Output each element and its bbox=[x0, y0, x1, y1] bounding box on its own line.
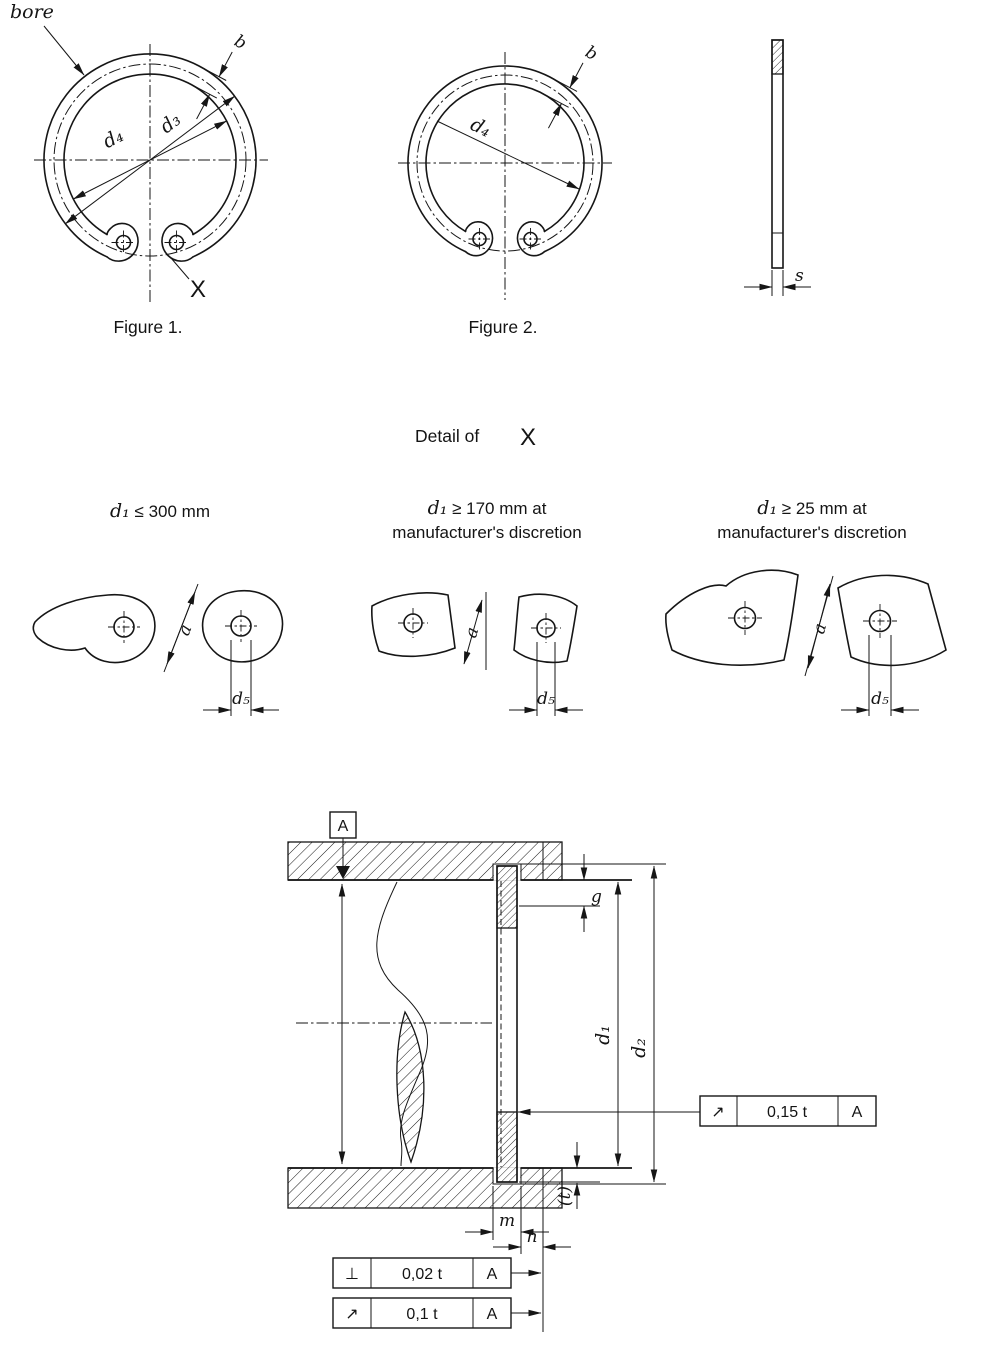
perpendicularity-symbol-icon: ⊥ bbox=[345, 1266, 359, 1283]
b-arrow bbox=[547, 103, 562, 129]
d5-label: d₅ bbox=[537, 689, 555, 709]
d5-label: d₅ bbox=[871, 689, 889, 709]
n-label: n bbox=[527, 1227, 538, 1247]
detail-heading: Detail of X bbox=[415, 424, 536, 451]
t-label: (t) bbox=[555, 1186, 575, 1206]
datum-a-label: A bbox=[338, 818, 349, 835]
b-label: b bbox=[231, 31, 250, 54]
b-extension-line bbox=[541, 92, 569, 108]
left-lug bbox=[106, 222, 139, 262]
ring-outer-edge bbox=[407, 65, 603, 253]
variant3-condition-line2: manufacturer's discretion bbox=[717, 523, 906, 542]
variant3-cond-rest: ≥ 25 mm at bbox=[777, 499, 867, 518]
variant2-condition-line2: manufacturer's discretion bbox=[392, 523, 581, 542]
d4-dimension-line bbox=[436, 120, 580, 190]
ring-section-hatch-top bbox=[496, 865, 518, 929]
s-label: s bbox=[795, 266, 804, 286]
runout-lower-datum: A bbox=[487, 1306, 498, 1323]
upper-groove-outline bbox=[492, 863, 522, 880]
left-lug bbox=[665, 569, 799, 666]
detail-heading-text: Detail of bbox=[415, 426, 479, 446]
runout-lower-frame bbox=[332, 1297, 512, 1329]
runout-upper-value: 0,15 t bbox=[767, 1104, 808, 1121]
detail-variant-3: d₁ ≥ 25 mm at manufacturer's discretion … bbox=[665, 497, 947, 716]
partial-section-lens bbox=[396, 1010, 425, 1164]
b-extension-line bbox=[199, 65, 227, 81]
d4-label: d₄ bbox=[99, 124, 127, 153]
variant2-cond-rest: ≥ 170 mm at bbox=[447, 499, 546, 518]
b-arrow bbox=[218, 51, 233, 78]
b-arrow bbox=[196, 93, 211, 120]
ring-inner-edge bbox=[425, 83, 585, 233]
d2-label: d₂ bbox=[628, 1038, 650, 1058]
left-lug bbox=[371, 592, 456, 658]
perpendicularity-frame bbox=[332, 1257, 512, 1289]
runout-upper-datum: A bbox=[852, 1104, 863, 1121]
b-extension-line bbox=[550, 76, 578, 92]
left-lug bbox=[464, 221, 494, 257]
variant1-condition: d₁ ≤ 300 mm bbox=[110, 500, 210, 522]
d1-label: d₁ bbox=[592, 1025, 614, 1045]
a-label: a bbox=[461, 625, 483, 640]
perpendicularity-datum: A bbox=[487, 1266, 498, 1283]
right-lug bbox=[513, 593, 578, 664]
figure2-caption: Figure 2. bbox=[468, 317, 537, 337]
bore-leader-line bbox=[43, 25, 85, 76]
datum-triangle bbox=[336, 866, 350, 879]
runout-lower-value: 0,1 t bbox=[406, 1306, 438, 1323]
a-dimension-line bbox=[807, 583, 831, 669]
figure1-caption: Figure 1. bbox=[113, 317, 182, 337]
runout-upper-frame bbox=[699, 1095, 877, 1127]
ring-section-hatch-bottom bbox=[496, 1111, 518, 1183]
variant3-dsym: d₁ bbox=[757, 497, 777, 519]
runout-symbol-icon: ↗ bbox=[345, 1306, 358, 1323]
x-marker: X bbox=[190, 276, 206, 303]
ring-outer-edge bbox=[43, 53, 257, 258]
detail-heading-x: X bbox=[520, 424, 536, 451]
bore-circle bbox=[53, 63, 247, 257]
a-dimension-line bbox=[463, 599, 483, 665]
variant1-cond-rest: ≤ 300 mm bbox=[130, 502, 210, 521]
side-section-hatch bbox=[771, 39, 784, 75]
variant2-condition: d₁ ≥ 170 mm at bbox=[428, 497, 547, 519]
d3-dimension-line bbox=[64, 95, 236, 225]
lower-groove-outline bbox=[492, 1168, 522, 1185]
bore-circle bbox=[416, 74, 594, 252]
figure-1: bore d₄ d₃ b X Figure 1. bbox=[10, 1, 268, 337]
left-lug bbox=[32, 593, 156, 664]
d5-label: d₅ bbox=[232, 689, 250, 709]
g-label: g bbox=[591, 887, 602, 907]
b-arrow bbox=[569, 62, 584, 89]
right-lug bbox=[516, 221, 546, 257]
break-line bbox=[376, 881, 429, 1167]
side-view: s bbox=[744, 39, 811, 296]
right-lug bbox=[837, 574, 947, 667]
bore-label: bore bbox=[10, 1, 54, 23]
detail-variant-1: d₁ ≤ 300 mm a d₅ bbox=[32, 500, 284, 716]
x-leader-line bbox=[170, 257, 190, 280]
variant1-dsym: d₁ bbox=[110, 500, 130, 522]
runout-symbol-icon: ↗ bbox=[711, 1104, 724, 1121]
a-label: a bbox=[809, 621, 831, 636]
figure-2: d₄ b Figure 2. bbox=[398, 42, 612, 337]
variant3-condition: d₁ ≥ 25 mm at bbox=[757, 497, 867, 519]
m-label: m bbox=[499, 1211, 515, 1231]
right-lug bbox=[161, 222, 194, 262]
right-lug bbox=[201, 589, 284, 663]
section-view: A g d₁ d₂ ↗ 0,15 t A (t) m bbox=[287, 811, 877, 1332]
a-dimension-line bbox=[166, 591, 196, 665]
variant2-dsym: d₁ bbox=[428, 497, 448, 519]
perpendicularity-value: 0,02 t bbox=[402, 1266, 443, 1283]
detail-variant-2: d₁ ≥ 170 mm at manufacturer's discretion… bbox=[371, 497, 583, 716]
b-extension-line bbox=[190, 83, 218, 99]
b-label: b bbox=[582, 42, 601, 65]
d3-label: d₃ bbox=[156, 108, 185, 137]
